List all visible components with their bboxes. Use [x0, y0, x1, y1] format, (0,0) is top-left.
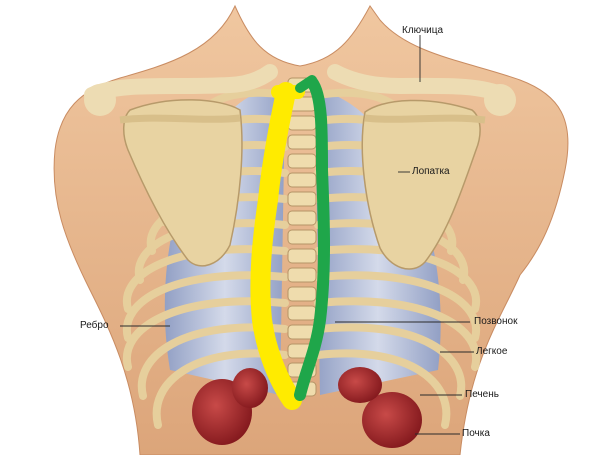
label-kidney: Почка	[462, 428, 490, 439]
right-scapula	[361, 99, 481, 270]
right-kidney-lobe	[338, 367, 382, 403]
leader-lines	[120, 35, 474, 435]
left-clavicle	[84, 64, 278, 103]
right-shoulder-head	[484, 84, 516, 116]
rib	[314, 323, 466, 400]
label-liver: Печень	[465, 389, 499, 400]
vertebra	[287, 210, 317, 226]
left-kidney-lobe	[232, 368, 268, 408]
right-scapula-spine	[364, 114, 486, 124]
vertebra	[287, 305, 317, 321]
vertebra	[287, 134, 317, 150]
rib	[122, 297, 289, 371]
label-scapula: Лопатка	[412, 166, 450, 177]
left-scapula-spine	[119, 114, 241, 124]
vertebra	[287, 191, 317, 207]
left-shoulder-head	[84, 84, 116, 116]
yellow-marker-line	[250, 82, 302, 410]
rib	[122, 271, 289, 342]
rib	[137, 323, 289, 400]
rib	[134, 219, 289, 284]
green-marker-line	[294, 76, 330, 401]
vertebra	[287, 153, 317, 169]
rib	[152, 349, 289, 429]
right-kidney	[362, 392, 422, 448]
label-clavicle: Ключица	[402, 25, 444, 36]
rib	[314, 349, 451, 429]
right-clavicle	[327, 64, 513, 104]
vertebra	[287, 286, 317, 302]
rib	[122, 245, 289, 313]
vertebra	[287, 267, 317, 283]
vertebra	[287, 229, 317, 245]
vertebra	[287, 115, 317, 131]
rib	[314, 271, 481, 342]
vertebra	[287, 248, 317, 264]
rib	[314, 297, 481, 371]
label-vertebra: Позвонок	[474, 316, 518, 327]
rib	[314, 245, 481, 313]
vertebra	[287, 172, 317, 188]
green-marker-top	[295, 75, 317, 93]
left-scapula	[123, 99, 243, 267]
label-lung: Легкое	[476, 346, 508, 357]
label-rib: Ребро	[80, 320, 109, 331]
